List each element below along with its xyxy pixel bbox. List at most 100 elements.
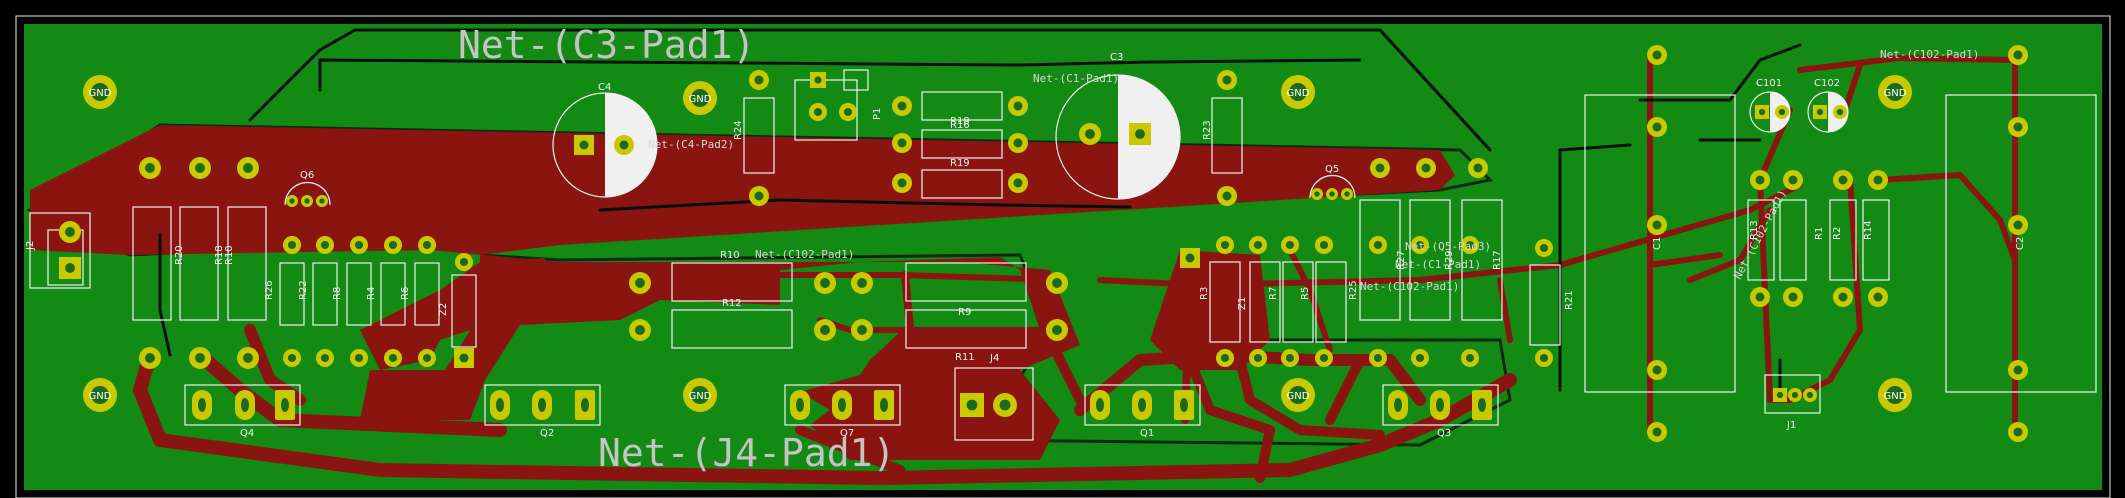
pad[interactable] [418, 349, 436, 367]
pad[interactable] [1833, 170, 1853, 190]
pad[interactable] [1370, 158, 1390, 178]
pad[interactable] [1750, 287, 1770, 307]
pad[interactable] [1249, 349, 1267, 367]
pad[interactable] [286, 195, 298, 207]
transistor-pad[interactable] [1430, 390, 1450, 420]
pad[interactable] [892, 96, 912, 116]
pad[interactable] [1180, 248, 1200, 268]
pad[interactable] [1369, 349, 1387, 367]
pad[interactable] [839, 103, 857, 121]
pad[interactable] [1046, 319, 1068, 341]
pad[interactable] [1755, 105, 1769, 119]
pad[interactable] [1647, 360, 1667, 380]
pad[interactable] [1326, 188, 1338, 200]
pad[interactable] [1411, 349, 1429, 367]
pad[interactable] [1249, 236, 1267, 254]
pad[interactable] [237, 157, 259, 179]
transistor-pad[interactable] [490, 390, 510, 420]
transistor-pad[interactable] [1132, 390, 1152, 420]
pad[interactable] [892, 173, 912, 193]
pad[interactable] [1369, 236, 1387, 254]
pad[interactable] [1129, 123, 1151, 145]
pad[interactable] [1281, 349, 1299, 367]
pad[interactable] [1461, 236, 1479, 254]
pad[interactable] [1411, 236, 1429, 254]
pad[interactable] [2008, 215, 2028, 235]
pad[interactable] [1341, 188, 1353, 200]
transistor-pad[interactable] [832, 390, 852, 420]
pad[interactable] [1750, 170, 1770, 190]
pad[interactable] [814, 272, 836, 294]
transistor-pad[interactable] [575, 390, 595, 420]
pad[interactable] [1647, 422, 1667, 442]
pad[interactable] [1813, 105, 1827, 119]
pad[interactable] [139, 347, 161, 369]
pad[interactable] [1833, 105, 1847, 119]
pad[interactable] [629, 319, 651, 341]
transistor-pad[interactable] [790, 390, 810, 420]
pad[interactable] [1773, 388, 1787, 402]
pad[interactable] [316, 195, 328, 207]
transistor-pad[interactable] [1174, 390, 1194, 420]
pad[interactable] [1647, 45, 1667, 65]
pad[interactable] [1647, 117, 1667, 137]
pad[interactable] [350, 236, 368, 254]
pad[interactable] [1461, 349, 1479, 367]
pad[interactable] [1775, 105, 1789, 119]
pad[interactable] [1008, 133, 1028, 153]
gnd-mounting-hole[interactable]: GND [83, 378, 117, 412]
pad[interactable] [1788, 388, 1802, 402]
pad[interactable] [892, 133, 912, 153]
pad[interactable] [237, 347, 259, 369]
gnd-mounting-hole[interactable]: GND [1281, 378, 1315, 412]
pad[interactable] [1008, 96, 1028, 116]
gnd-mounting-hole[interactable]: GND [683, 81, 717, 115]
pad[interactable] [574, 135, 594, 155]
pad[interactable] [1783, 287, 1803, 307]
pad[interactable] [2008, 422, 2028, 442]
pad[interactable] [418, 236, 436, 254]
pad[interactable] [59, 221, 81, 243]
pad[interactable] [301, 195, 313, 207]
pad[interactable] [1281, 236, 1299, 254]
gnd-mounting-hole[interactable]: GND [1878, 75, 1912, 109]
pad[interactable] [1315, 349, 1333, 367]
gnd-mounting-hole[interactable]: GND [1281, 75, 1315, 109]
pad[interactable] [384, 236, 402, 254]
pad[interactable] [851, 272, 873, 294]
pad[interactable] [749, 70, 769, 90]
pad[interactable] [1868, 170, 1888, 190]
pad[interactable] [1468, 158, 1488, 178]
pad[interactable] [1315, 236, 1333, 254]
pad[interactable] [749, 186, 769, 206]
pad[interactable] [1783, 170, 1803, 190]
pad[interactable] [1217, 186, 1237, 206]
gnd-mounting-hole[interactable]: GND [83, 75, 117, 109]
pad[interactable] [283, 349, 301, 367]
pad[interactable] [1079, 123, 1101, 145]
pad[interactable] [1535, 239, 1553, 257]
transistor-pad[interactable] [235, 390, 255, 420]
pad[interactable] [1803, 388, 1817, 402]
pad[interactable] [1647, 215, 1667, 235]
transistor-pad[interactable] [874, 390, 894, 420]
pad[interactable] [2008, 360, 2028, 380]
pad[interactable] [384, 349, 402, 367]
pad[interactable] [1833, 287, 1853, 307]
pad[interactable] [283, 236, 301, 254]
transistor-pad[interactable] [275, 390, 295, 420]
gnd-mounting-hole[interactable]: GND [1878, 378, 1912, 412]
pad[interactable] [189, 157, 211, 179]
pad[interactable] [614, 135, 634, 155]
pad[interactable] [2008, 117, 2028, 137]
pad[interactable] [1416, 158, 1436, 178]
pad[interactable] [960, 393, 984, 417]
transistor-pad[interactable] [1472, 390, 1492, 420]
pad[interactable] [810, 72, 826, 88]
pad[interactable] [2008, 45, 2028, 65]
pad[interactable] [59, 257, 81, 279]
pad[interactable] [189, 347, 211, 369]
pad[interactable] [1311, 188, 1323, 200]
transistor-pad[interactable] [532, 390, 552, 420]
gnd-mounting-hole[interactable]: GND [683, 378, 717, 412]
